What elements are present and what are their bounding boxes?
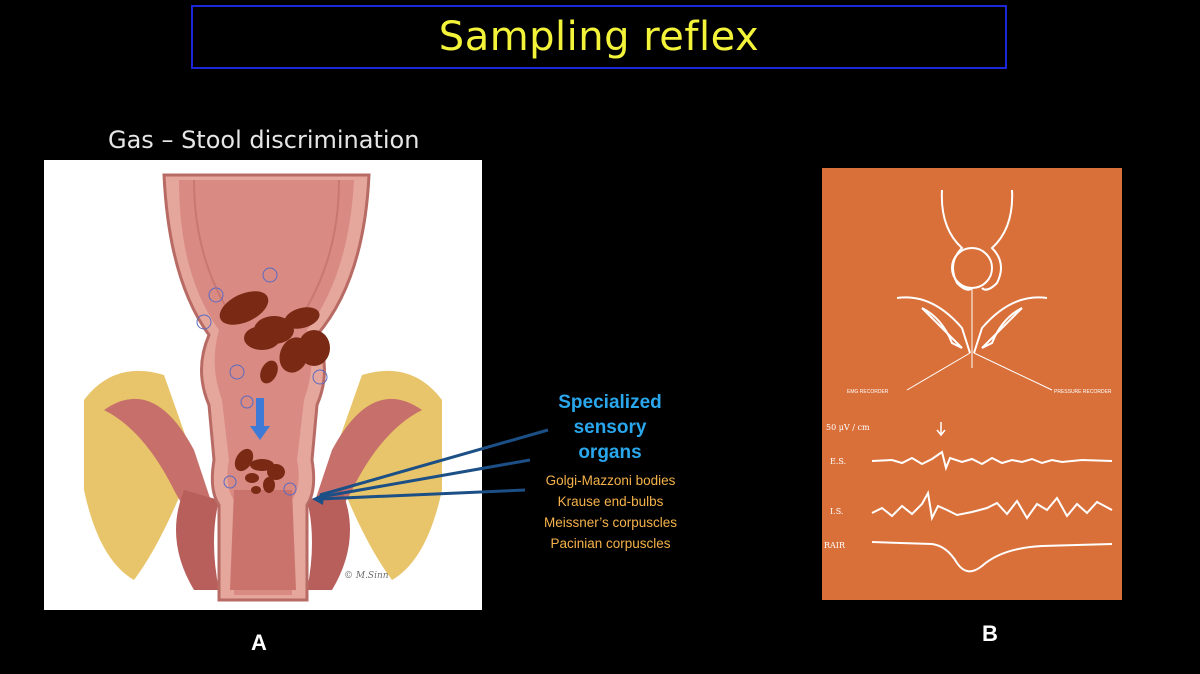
subtitle: Gas – Stool discrimination (108, 126, 420, 154)
gas-bubble (312, 369, 328, 385)
title-box: Sampling reflex (191, 5, 1007, 69)
stool-mass (260, 360, 278, 384)
stool-mass (244, 326, 280, 350)
recording-drawing: EMG RECORDER PRESSURE RECORDER 50 μV / c… (822, 168, 1122, 600)
stool-mass (284, 307, 320, 329)
sensory-organs-heading: Specialized sensory organs (558, 392, 662, 463)
scale-label: 50 μV / cm (826, 423, 870, 432)
sensory-organs-list: Golgi-Mazzoni bodies Krause end-bulbs Me… (518, 470, 703, 554)
panel-label-b: B (982, 621, 998, 646)
pointer-line (319, 428, 549, 497)
gas-bubble (196, 314, 212, 330)
stool-mass (219, 291, 269, 325)
gas-bubble (262, 267, 278, 283)
trace-is (871, 489, 1113, 522)
stimulus-arrow-icon (936, 422, 946, 437)
gas-bubble (223, 475, 237, 489)
stool-fragment (245, 473, 259, 483)
list-item: Krause end-bulbs (557, 494, 664, 509)
levator-muscle-right (312, 398, 422, 517)
trace-es (871, 450, 1113, 472)
recording-figure: EMG RECORDER PRESSURE RECORDER 50 μV / c… (822, 168, 1122, 600)
trace-label-es: E.S. (830, 457, 846, 466)
anorectum-drawing: © M.Sinn (84, 173, 442, 602)
panel-background (822, 168, 1122, 600)
list-item: Pacinian corpuscles (550, 536, 671, 551)
pointer-line (319, 488, 526, 501)
arrowhead-icon (312, 493, 324, 505)
trace-rair (871, 541, 1113, 573)
stool-mass (279, 337, 309, 373)
stool-fragment (250, 459, 274, 471)
gas-bubble (283, 482, 297, 496)
stool-fragment (263, 477, 275, 493)
list-item: Golgi-Mazzoni bodies (545, 473, 676, 488)
gas-bubble (208, 287, 224, 303)
gas-bubble (229, 364, 245, 380)
trace-label-rair: RAIR (824, 541, 846, 550)
list-item: Meissner’s corpuscles (543, 515, 678, 530)
slide-title: Sampling reflex (438, 14, 760, 60)
stool-fragment (267, 464, 285, 480)
gas-bubble (240, 395, 254, 409)
sphincter-right (307, 490, 350, 590)
pressure-recorder-label: PRESSURE RECORDER (1054, 389, 1112, 395)
anal-canal (230, 490, 296, 590)
arrow-down-icon-shaft (256, 398, 264, 426)
sphincter-left (176, 490, 219, 590)
rectal-lumen (179, 180, 354, 595)
levator-muscle-left (104, 398, 214, 517)
stool-fragment (234, 448, 254, 472)
illustrator-signature: © M.Sinn (344, 571, 389, 581)
pointer-line (319, 458, 531, 499)
arrow-down-icon (250, 426, 270, 440)
anorectal-schematic (896, 189, 1053, 391)
trace-label-is: I.S. (830, 507, 843, 516)
emg-recorder-label: EMG RECORDER (847, 389, 889, 395)
anatomy-illustration: © M.Sinn (44, 160, 482, 610)
stool-fragment (251, 486, 261, 494)
panel-label-a: A (251, 630, 267, 655)
